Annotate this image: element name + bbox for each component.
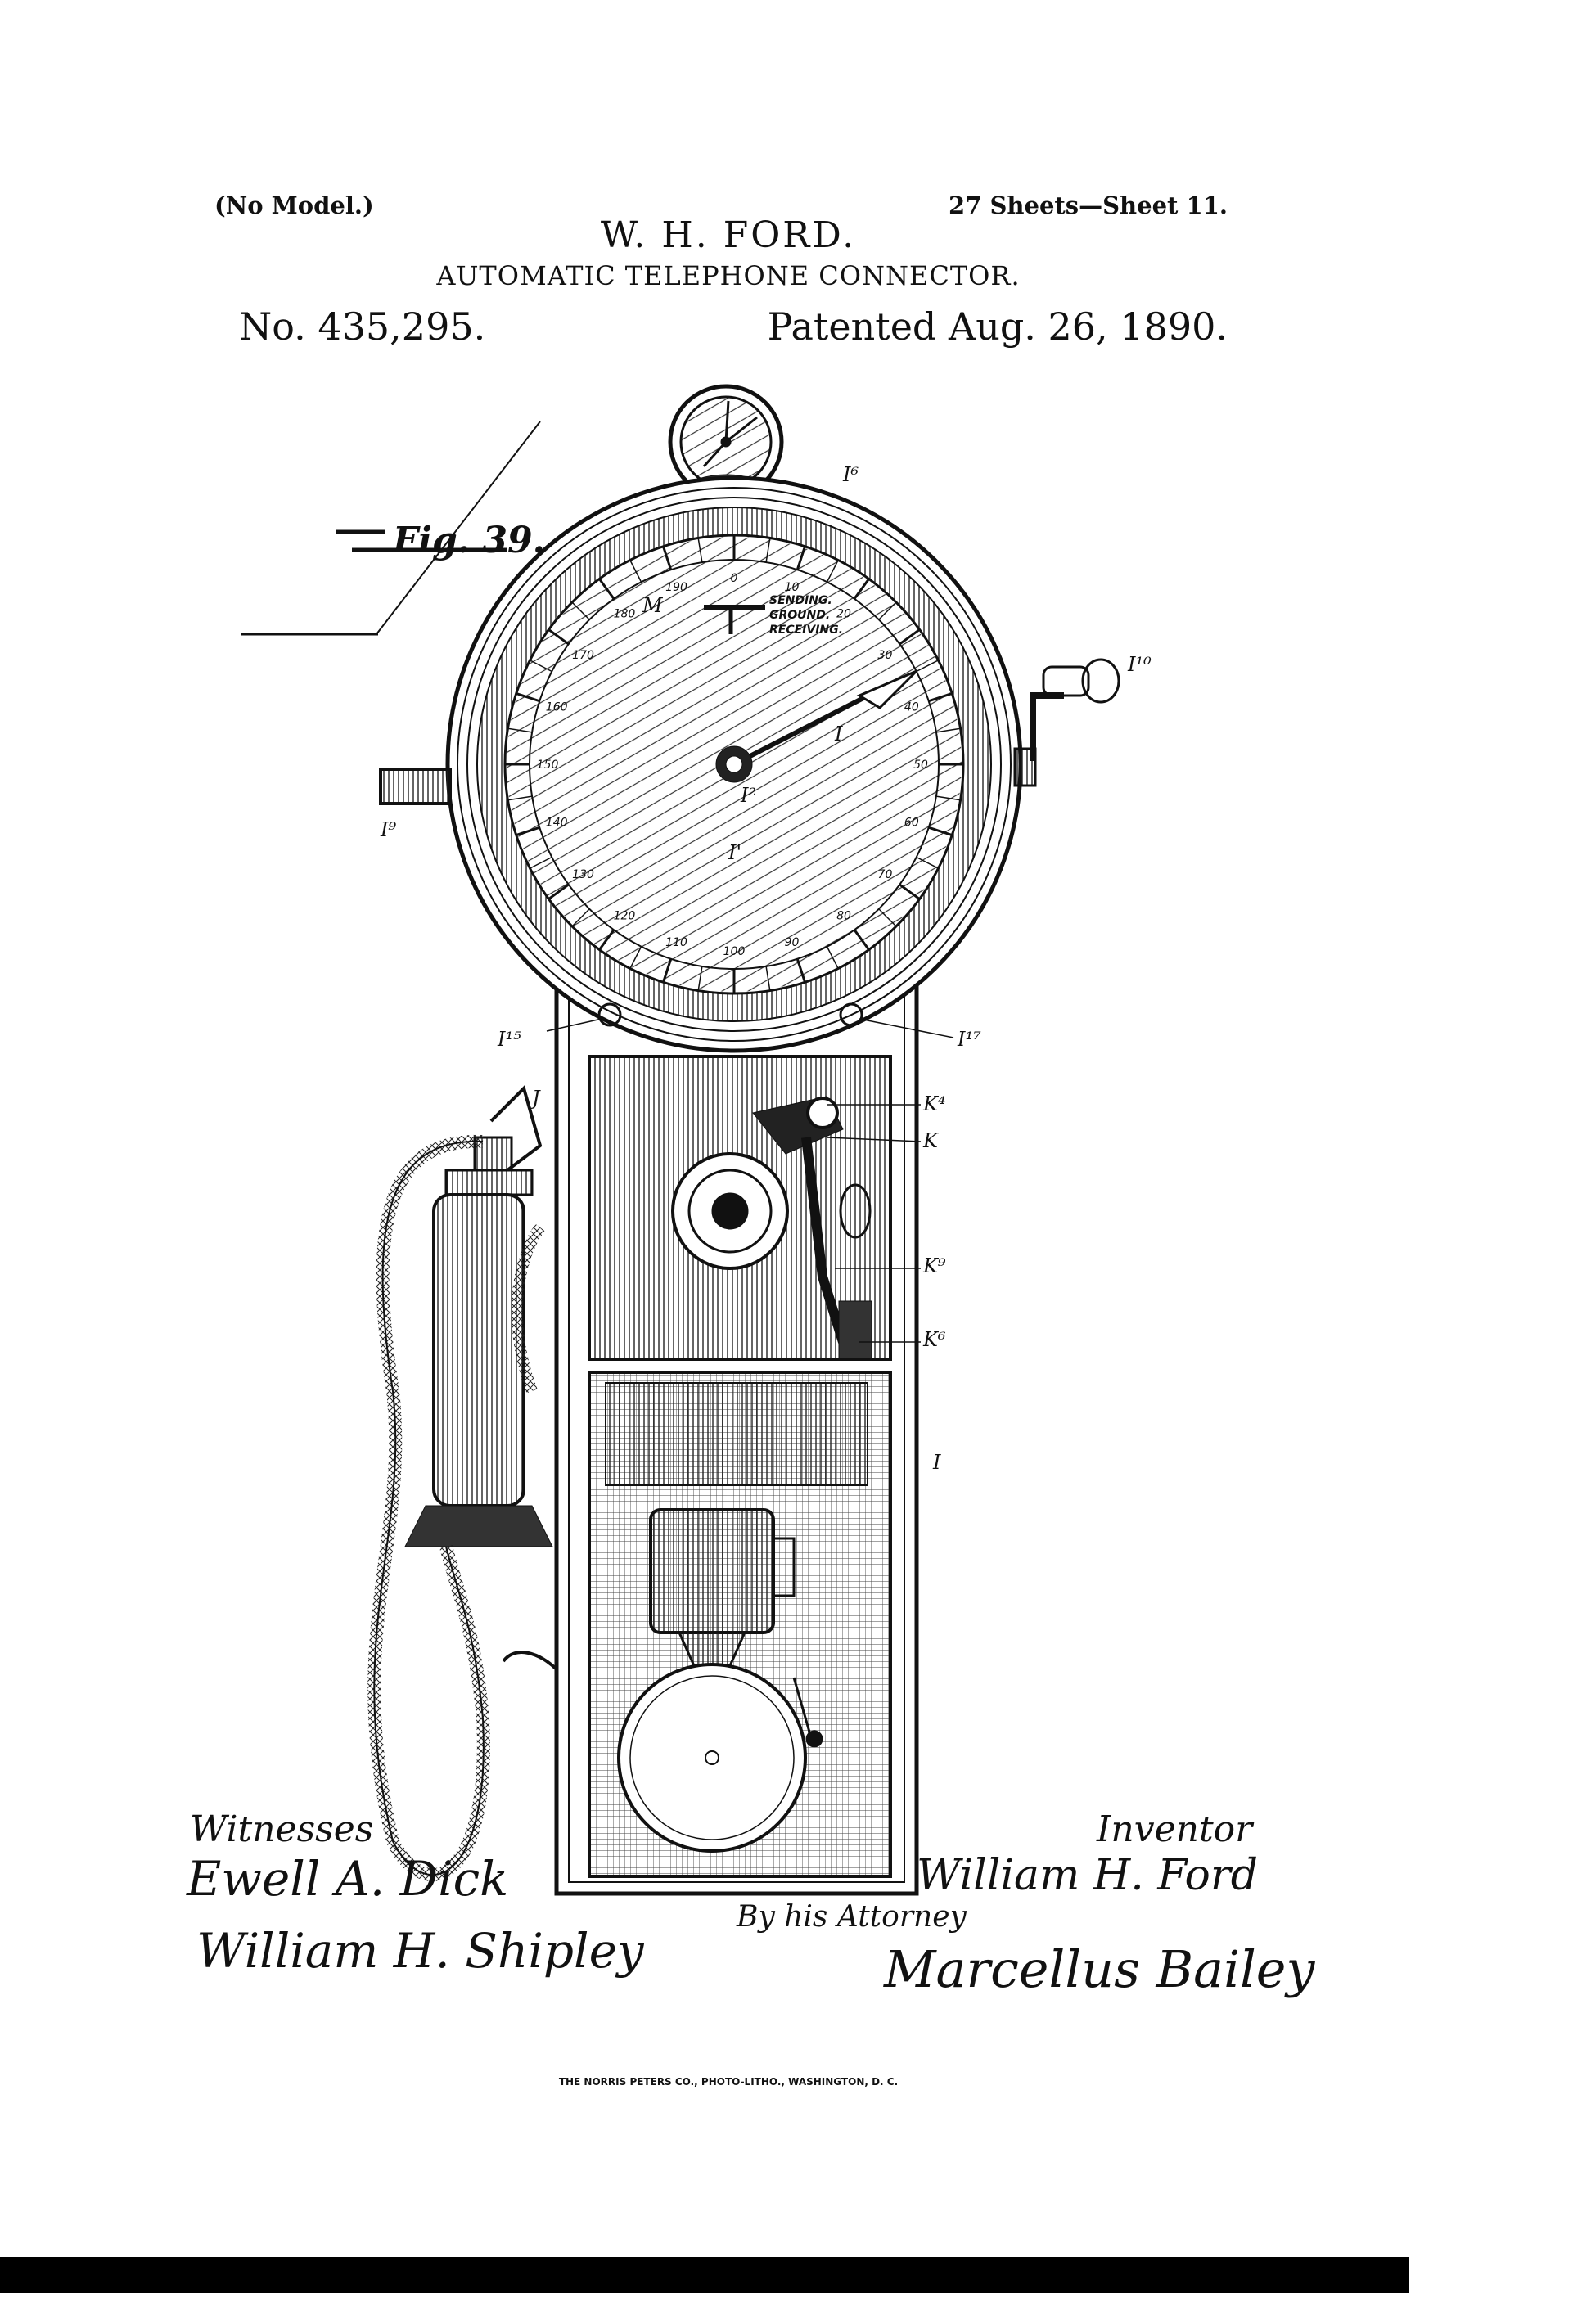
dial-tick [530,856,552,869]
ref-label-i-body: I [932,1451,941,1474]
telephone-receiver [367,1085,558,1881]
dial-tick [878,601,897,620]
dial-tick [796,958,806,983]
dial-number: 10 [785,581,800,594]
dial-tick [697,966,703,991]
dial-number: 0 [731,572,738,585]
dial-tick [928,692,953,703]
dial-tick [629,560,642,583]
scan-border-bar [0,2257,1409,2293]
ref-label-m: M [642,594,664,617]
dial-tick [516,692,540,703]
dial-number: 40 [904,701,919,714]
dial-tick [598,578,615,600]
witnesses-label: Witnesses [190,1808,374,1850]
receiving-label: RECEIVING. [769,624,843,637]
dial-number: 100 [723,945,746,958]
ref-label-k9: K⁹ [922,1254,946,1277]
attorney-label: By his Attorney [737,1900,967,1934]
sheet-info: 27 Sheets—Sheet 11. [949,191,1228,219]
dial-number: 80 [836,909,851,922]
ref-label-i15: I¹⁵ [497,1028,521,1051]
screw [839,1002,863,1027]
model-note: (No Model.) [214,191,374,219]
dial-number: 120 [614,909,636,922]
dial-tick [796,546,806,570]
dial-number: 90 [785,936,800,949]
dial-number: 170 [572,649,594,662]
dial-tick [853,929,870,951]
ref-label-i1: I' [728,841,741,864]
dial-tick [765,966,771,991]
inventor-signature: William H. Ford [917,1851,1258,1900]
main-dial: 0 10 20 30 40 50 60 70 80 90 100 110 120 130 140 150 160… [445,475,1023,1053]
transmitter [671,1152,789,1270]
witness-signature-1: Ewell A. Dick [187,1851,509,1907]
inventor-label: Inventor [1097,1808,1253,1850]
dial-tick [935,795,961,801]
patent-number: No. 435,295. [239,304,486,349]
dial-number: 160 [546,701,568,714]
dial-number: 130 [572,868,594,881]
dial-tick [765,538,771,563]
witness-signature-2: William H. Shipley [196,1923,644,1979]
dial-number: 110 [665,936,687,949]
dial-tick [853,578,870,600]
dial-tick [629,946,642,969]
switch-lever [752,1096,872,1359]
ref-label-k6: K⁶ [922,1328,946,1351]
patent-date: Patented Aug. 26, 1890. [767,304,1228,349]
ref-label-i17: I¹⁷ [957,1028,981,1051]
ref-label-i9: I⁹ [380,818,396,841]
dial-number: 60 [904,816,919,829]
dial-tick [697,538,703,563]
dial-tick [548,883,570,900]
dial-tick [516,826,540,836]
printer-credit: THE NORRIS PETERS CO., PHOTO-LITHO., WAS… [558,2076,899,2088]
left-knob [379,768,452,805]
dial-tick [935,727,961,733]
figure-number: Fig. 39. [391,520,545,561]
attorney-signature: Marcellus Bailey [884,1939,1315,1999]
dial-number: 190 [665,581,687,594]
ref-label-i6: I⁶ [842,463,859,486]
dial-tick [662,958,673,983]
ref-label-i: I [834,723,843,745]
dial-tick [571,908,590,927]
screw [597,1002,622,1027]
dial-tick [826,946,839,969]
dial-tick [571,601,590,620]
inventor-name: W. H. FORD. [600,214,857,256]
ref-label-i2: I² [740,784,756,807]
ground-label: GROUND. [769,609,830,622]
ref-label-k: K [922,1129,940,1152]
dial-tick [548,628,570,646]
dial-tick [878,908,897,927]
ref-label-k4: K⁴ [922,1092,946,1115]
dial-number: 50 [913,759,928,772]
dial-tick [899,628,921,646]
dial-number: 20 [836,608,851,621]
dial-tick [507,727,533,733]
sending-label: SENDING. [769,594,832,607]
figure-label: Fig. 39. [241,421,545,636]
dial-number: 70 [878,868,893,881]
dial-tick [662,546,673,570]
dial-number: 30 [878,649,893,662]
dial-number: 180 [614,608,636,621]
dial-number: 140 [546,816,568,829]
ref-label-i10: I¹⁰ [1127,653,1152,676]
dial-number: 150 [537,759,559,772]
dial-tick [507,795,533,801]
dial-tick [928,826,953,836]
dial-tick [826,560,839,583]
crank-handle [1013,658,1120,787]
patent-title: AUTOMATIC TELEPHONE CONNECTOR. [436,260,1021,291]
dial-tick [530,660,552,673]
dial-tick [899,883,921,900]
dial-tick [916,660,939,673]
dial-tick [916,856,939,869]
dial-tick [598,929,615,951]
ringer [617,1508,823,1853]
